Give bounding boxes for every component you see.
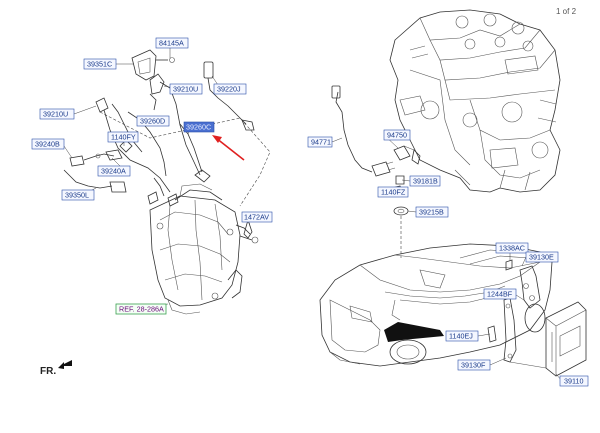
callout-1140fz[interactable]: 1140FZ: [377, 186, 409, 198]
ecu-39110-illustration: [545, 301, 587, 377]
callout-1140fy-label: 1140FY: [111, 133, 136, 142]
callout-84145a-label: 84145A: [159, 39, 184, 48]
front-arrow-icon: [58, 360, 72, 369]
callout-94750-label: 94750: [387, 131, 407, 140]
callout-1472av[interactable]: 1472AV: [241, 211, 273, 223]
bracket-84145a-illustration: [131, 49, 175, 81]
location-arrow-illustration: [384, 322, 444, 342]
callout-39260d-label: 39260D: [140, 117, 165, 126]
callout-1472av-label: 1472AV: [244, 213, 269, 222]
callout-39260c-highlighted[interactable]: 39260C: [183, 121, 215, 133]
callout-39351c-label: 39351C: [87, 60, 112, 69]
callout-39130e-label: 39130E: [529, 253, 554, 262]
callout-ref-label: REF. 28-286A: [119, 305, 164, 314]
callout-39350l-label: 39350L: [65, 191, 89, 200]
bracket-39130f-illustration: [503, 297, 547, 369]
callout-1140fz-label: 1140FZ: [381, 188, 406, 197]
callout-39210u-left-label: 39210U: [43, 110, 68, 119]
callout-39181b[interactable]: 39181B: [409, 175, 441, 187]
callout-39350l[interactable]: 39350L: [61, 189, 95, 201]
bolt-1472av-illustration: [243, 218, 253, 239]
callout-94750[interactable]: 94750: [383, 129, 411, 141]
bolt-1140ej-illustration: [487, 325, 497, 343]
highlight-arrow: [212, 135, 245, 161]
callout-39130f-label: 39130F: [461, 361, 486, 370]
callout-39220j[interactable]: 39220J: [213, 83, 247, 95]
callout-39110-label: 39110: [564, 377, 583, 386]
callout-39240a-label: 39240A: [101, 167, 126, 176]
callout-39215b-label: 39215B: [419, 208, 444, 217]
sensor-39350l-illustration: [63, 169, 127, 193]
callout-1244bf-label: 1244BF: [487, 290, 513, 299]
harness-clips: [147, 191, 179, 207]
callout-39130e[interactable]: 39130E: [525, 251, 559, 263]
callout-39260c-label: 39260C: [186, 123, 211, 132]
callout-39240a[interactable]: 39240A: [97, 165, 131, 177]
bracket-39130e-illustration: [505, 259, 541, 309]
leader-lines: [63, 47, 563, 382]
front-marker-label: FR.: [40, 366, 56, 377]
sensor-94750-illustration: [393, 145, 421, 165]
callout-84145a[interactable]: 84145A: [155, 37, 189, 49]
sensor-39220j-illustration: [203, 61, 255, 131]
page-indicator: 1 of 2: [556, 7, 577, 16]
callout-39130f[interactable]: 39130F: [457, 359, 491, 371]
catalyst-bolts: [235, 224, 259, 244]
callout-39220j-label: 39220J: [217, 85, 241, 94]
callout-39215b[interactable]: 39215B: [415, 206, 449, 218]
engine-block-illustration: [389, 9, 561, 193]
callout-39260d[interactable]: 39260D: [136, 115, 170, 127]
callout-1140ej[interactable]: 1140EJ: [445, 330, 479, 342]
sensor-39240-illustration: [69, 149, 123, 167]
callout-39210u-top[interactable]: 39210U: [169, 83, 203, 95]
washer-39215b-illustration: [393, 206, 409, 216]
callout-ref-28-286a[interactable]: REF. 28-286A: [115, 303, 167, 315]
callout-39210u-top-label: 39210U: [173, 85, 198, 94]
catalyst-outline: [99, 111, 271, 207]
callout-1338ac[interactable]: 1338AC: [495, 242, 529, 254]
callout-39240b-label: 39240B: [35, 140, 60, 149]
vehicle-illustration: [319, 243, 553, 367]
callout-94771[interactable]: 94771: [307, 136, 333, 148]
front-marker: FR.: [40, 360, 72, 377]
callout-39181b-label: 39181B: [413, 177, 438, 186]
callout-39210u-left[interactable]: 39210U: [39, 108, 75, 120]
callout-1140fy[interactable]: 1140FY: [107, 131, 139, 143]
callout-1244bf[interactable]: 1244BF: [483, 288, 517, 300]
callout-94771-label: 94771: [311, 138, 331, 147]
sensor-94771-illustration: [331, 85, 396, 177]
catalytic-converter-illustration: [149, 183, 243, 315]
callout-1140ej-label: 1140EJ: [449, 332, 473, 341]
oxygen-sensor-left-illustration: [95, 97, 171, 193]
callout-39240b[interactable]: 39240B: [31, 138, 65, 150]
callout-39351c[interactable]: 39351C: [83, 58, 117, 70]
callout-1338ac-label: 1338AC: [499, 244, 525, 253]
callout-39110[interactable]: 39110: [559, 375, 589, 387]
